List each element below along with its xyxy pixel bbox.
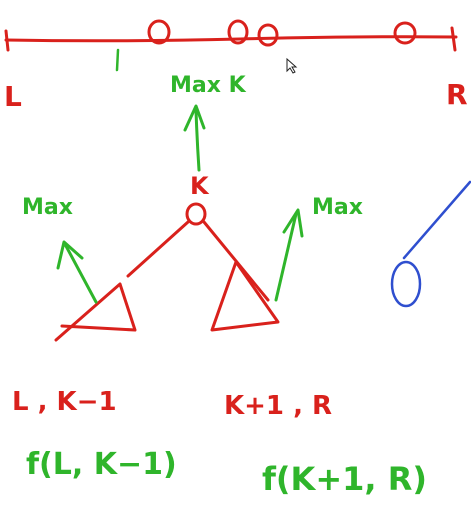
arrow-up-to-max-k: [183, 104, 206, 172]
root-k-label: K: [190, 172, 210, 200]
pivot-tick-mark: [115, 48, 120, 72]
left-recursive-call: f(L, K−1): [26, 447, 177, 482]
arrow-left-subtree-to-max: [56, 240, 98, 304]
right-range-label: K+1 , R: [224, 391, 332, 421]
root-node-circle: [185, 202, 207, 226]
mouse-cursor-icon: [286, 57, 298, 74]
right-end-label: R: [446, 78, 468, 111]
max-right-label: Max: [312, 195, 363, 220]
element-circle: [227, 19, 249, 45]
arrow-right-subtree-to-max: [274, 208, 304, 302]
binary-tree: [54, 220, 280, 342]
max-k-label: Max K: [170, 73, 247, 98]
element-circle: [393, 21, 417, 45]
right-recursive-call: f(K+1, R): [262, 460, 427, 498]
left-end-label: L: [4, 80, 22, 113]
max-left-label: Max: [22, 195, 73, 220]
element-circle: [147, 19, 171, 45]
element-circle: [257, 23, 279, 47]
left-subtree-triangle: [54, 282, 137, 342]
left-range-label: L , K−1: [12, 387, 117, 417]
right-subtree-triangle: [210, 260, 280, 332]
blue-stroke-sketch: [390, 180, 471, 308]
number-line: [4, 19, 458, 72]
